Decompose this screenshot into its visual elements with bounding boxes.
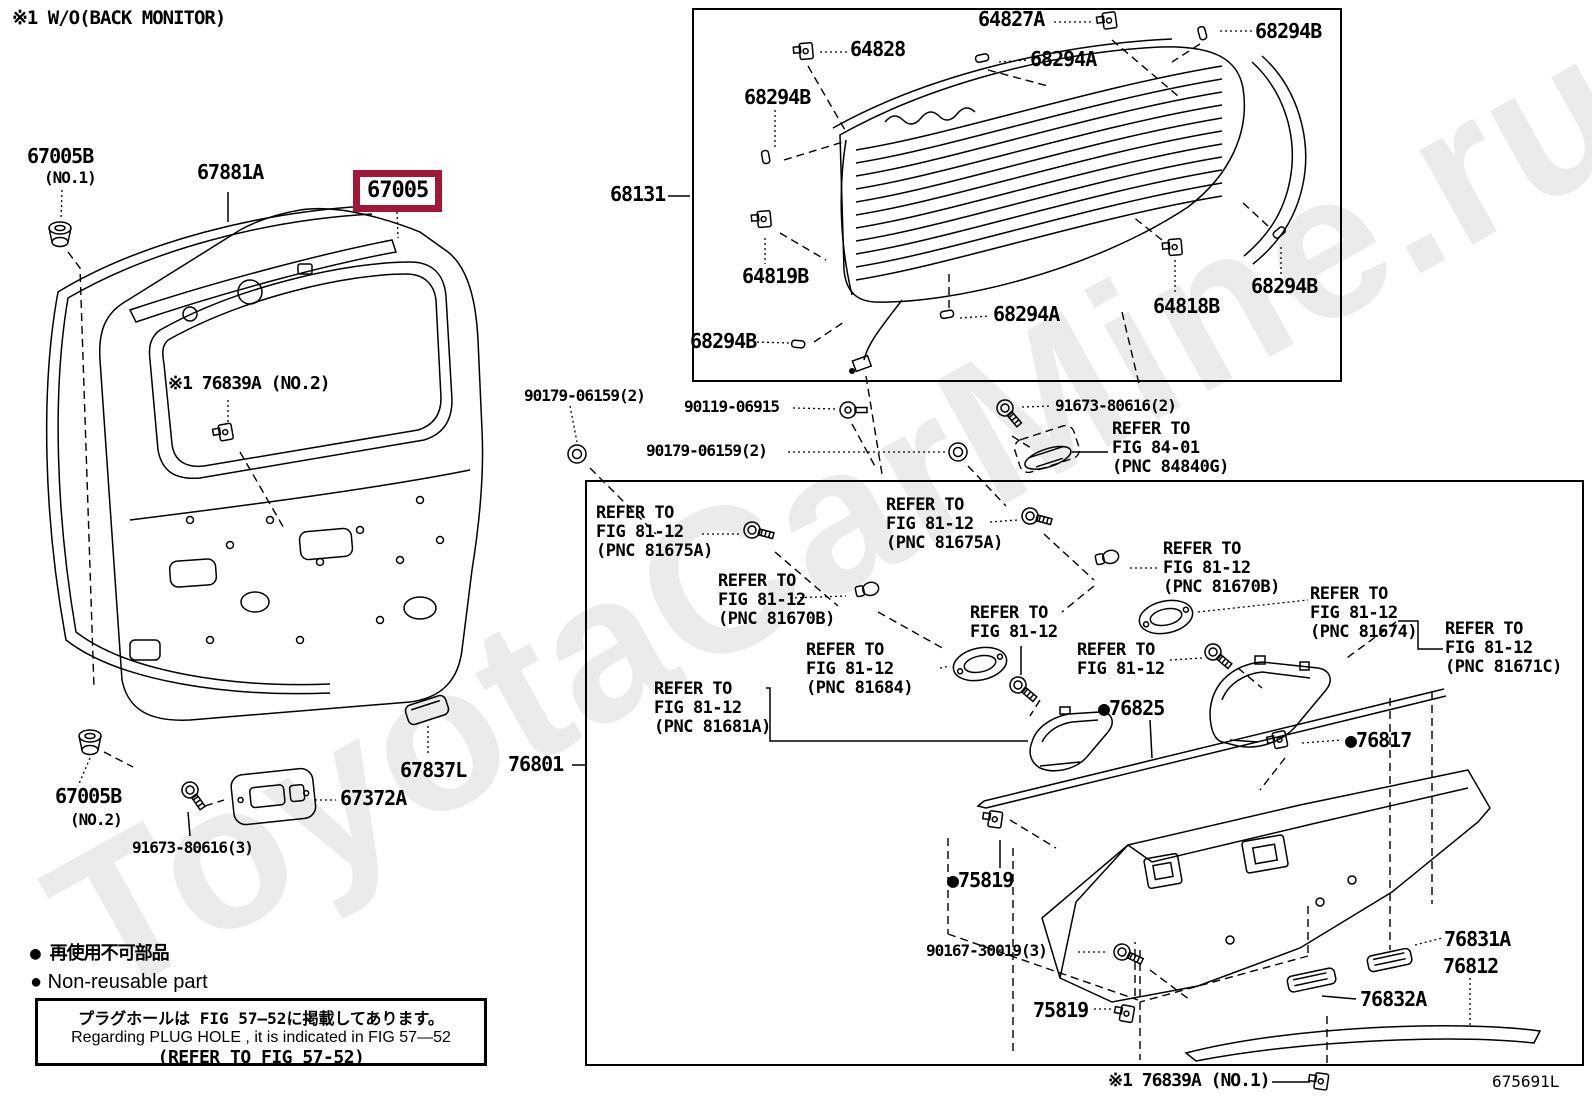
part-label-64818b[interactable]: 64818B [1153,294,1220,318]
bolt-icon-81675a-right [1019,505,1055,531]
ref-note-center: REFER TO FIG 81-12 [970,603,1058,643]
part-label-90179-1[interactable]: 90179-06159(2) [524,386,646,405]
plug-hole-note-ref: (REFER TO FIG 57-52) [157,1047,365,1068]
grommet-icon-90179-1 [567,444,587,464]
part-label-75819-2[interactable]: 75819 [1033,998,1089,1022]
retainer-icon-68294b-3 [790,339,806,349]
legend-nonreusable-en: ● Non-reusable part [30,971,208,993]
back-door-panel-art [98,207,484,721]
ref-note-81674: REFER TO FIG 81-12 (PNC 81674) [1310,584,1418,643]
bracket-icon-67837l [404,694,450,726]
part-label-76812[interactable]: 76812 [1443,954,1499,978]
part-label-90179-2[interactable]: 90179-06159(2) [646,441,768,460]
plug-hole-note-ja: プラグホールは FIG 57—52に掲載してあります。 [78,1009,444,1028]
back-window-glass-art [832,38,1307,374]
part-label-76831a[interactable]: 76831A [1444,927,1511,951]
retainer-icon-68294b-4 [1271,224,1288,241]
bolt-icon-91673-3 [178,778,210,814]
part-label-67837l[interactable]: 67837L [400,758,467,782]
retainer-icon-68294b-2 [1196,25,1209,42]
diagram-code: 675691L [1492,1072,1560,1091]
part-label-76839a-no1[interactable]: ※1 76839A (NO.1) [1108,1070,1271,1091]
part-label-67005b-no1[interactable]: 67005B [27,144,94,168]
ref-note-81675a-right: REFER TO FIG 81-12 (PNC 81675A) [886,495,1003,554]
ref-note-81670b-left: REFER TO FIG 81-12 (PNC 81670B) [718,571,835,630]
license-lamp-icon-67372a [230,767,317,826]
bolt-icon-right [1200,639,1236,674]
clip-icon-64818b [1161,237,1184,257]
part-label-68294b-3[interactable]: 68294B [690,329,757,353]
note-back-monitor: ※1 W/O(BACK MONITOR) [12,7,226,29]
ref-note-81675a-left: REFER TO FIG 81-12 (PNC 81675A) [596,503,713,562]
bulb-icon-81670b-left [853,580,881,600]
clip-icon-76839a-no2 [211,422,235,443]
gasket-icon-81684 [949,641,1011,687]
bolt-icon-center [1005,672,1041,707]
ref-note-fig84-01: REFER TO FIG 84-01 (PNC 84840G) [1112,419,1229,478]
part-label-76801[interactable]: 76801 [508,752,564,776]
ref-note-81670b-right: REFER TO FIG 81-12 (PNC 81670B) [1163,539,1280,598]
clip-icon-75819-2 [1112,1002,1136,1024]
ref-note-81684: REFER TO FIG 81-12 (PNC 81684) [806,640,914,699]
retainer-icon-68294a-1 [974,52,990,64]
clip-icon-76839a-no1 [1307,1070,1330,1091]
retainer-icon-68294a-2 [939,308,955,320]
part-label-76825[interactable]: ●76825 [1098,696,1165,720]
part-label-67881a[interactable]: 67881A [197,160,264,184]
part-label-68131[interactable]: 68131 [610,182,666,206]
part-label-64819b[interactable]: 64819B [742,264,809,288]
part-label-76839a-no2[interactable]: ※1 76839A (NO.2) [168,373,331,394]
part-label-68294a-2[interactable]: 68294A [993,302,1060,326]
part-label-91673-3[interactable]: 91673-80616(3) [132,838,254,857]
retainer-icon-68294b-1 [760,149,772,165]
ref-note-81671c: REFER TO FIG 81-12 (PNC 81671C) [1445,619,1562,678]
bolt-icon-81675a-left [741,519,777,545]
bulb-icon-81670b-right [1093,548,1121,568]
grommet-icon-67005b-no2 [78,729,102,756]
antenna-base-icon-84840g [1013,424,1081,474]
highlighted-part-67005[interactable]: 67005 [353,170,443,212]
part-label-64827a[interactable]: 64827A [978,7,1045,31]
part-label-90167[interactable]: 90167-30019(3) [926,941,1048,960]
glass-assembly-box [692,8,1342,382]
leader-lines [60,21,1471,1083]
grommet-icon-90179-2 [948,442,968,462]
part-label-67005b-no2[interactable]: 67005B [55,784,122,808]
part-sub-67005b-no1: (NO.1) [44,168,97,187]
gasket-icon-81674 [1135,594,1197,640]
clip-icon-64828 [792,41,815,61]
part-label-68294b-1[interactable]: 68294B [744,85,811,109]
garnish-assembly-box [585,480,1584,1066]
weatherstrip-art [45,205,373,695]
ref-note-81681a: REFER TO FIG 81-12 (PNC 81681A) [654,679,771,738]
part-label-75819-1[interactable]: ●75819 [947,868,1014,892]
part-sub-67005b-no2: (NO.2) [70,810,123,829]
garnish-assembly-art [976,655,1542,1062]
part-label-67372a[interactable]: 67372A [340,786,407,810]
part-label-64828[interactable]: 64828 [850,37,906,61]
part-label-76832a[interactable]: 76832A [1360,987,1427,1011]
plug-hole-note-en: Regarding PLUG HOLE , it is indicated in… [71,1029,451,1046]
assembly-dashed-lines [67,39,1433,1066]
clip-icon-75819-1 [981,808,1004,829]
part-label-68294a-1[interactable]: 68294A [1030,47,1097,71]
ref-note-right: REFER TO FIG 81-12 [1077,640,1165,680]
clip-icon-64819b [750,209,773,229]
part-label-68294b-2[interactable]: 68294B [1255,19,1322,43]
plug-hole-note-box: プラグホールは FIG 57—52に掲載してあります。 Regarding PL… [35,998,487,1068]
clip-icon-64827a [1095,10,1118,31]
grommet-icon-67005b-no1 [48,221,72,248]
part-label-91673-2[interactable]: 91673-80616(2) [1055,396,1177,415]
part-label-76817[interactable]: ●76817 [1345,728,1412,752]
part-label-90119[interactable]: 90119-06915 [684,397,780,416]
clip-icon-76817 [1265,729,1289,751]
stud-icon-90119 [839,401,868,419]
part-label-68294b-4[interactable]: 68294B [1251,274,1318,298]
bolt-icon-91673-2 [992,395,1027,431]
legend-nonreusable-ja: ● 再使用不可部品 [30,943,170,964]
